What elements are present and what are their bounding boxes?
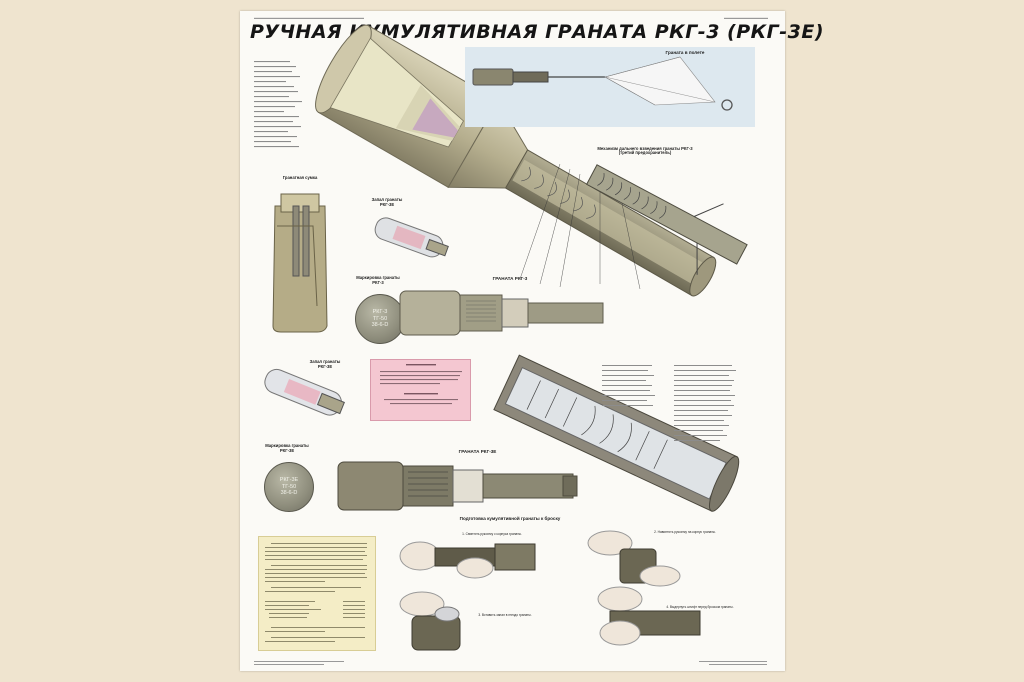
step-4-caption: 4. Выдернуть штифт перед броском гранаты…	[666, 605, 734, 609]
marking-rkg3-disc: РКГ-3 ТГ-50 38-6-D	[355, 294, 405, 344]
step-3-illustration	[399, 591, 461, 651]
header-text-lines	[254, 17, 768, 19]
grenade-in-flight-box	[465, 47, 755, 127]
poster-title: РУЧНАЯ КУМУЛЯТИВНАЯ ГРАНАТА РКГ-3 (РКГ-3…	[250, 21, 825, 43]
marking-rkg3e-line2: ТГ-50	[281, 483, 297, 490]
fuze-rkg3e-top-illustration	[374, 217, 449, 258]
grenade-rkg3e-cutaway-illustration	[493, 354, 740, 512]
grenade-bag-label: Гранатная сумка	[282, 175, 318, 180]
fuze-rkg3e-bottom-label: Запал гранаты РКГ-3Е	[309, 359, 341, 369]
preparation-heading: Подготовка кумулятивной гранаты к броску	[459, 516, 561, 521]
marking-rkg3-line2: ТГ-50	[372, 315, 388, 322]
step-3-caption: 3. Вставить запал в гнездо гранаты.	[478, 613, 532, 617]
specifications-panel	[258, 536, 376, 651]
training-poster: РУЧНАЯ КУМУЛЯТИВНАЯ ГРАНАТА РКГ-3 (РКГ-3…	[240, 11, 825, 671]
fuze-rkg3e-top-label: Запал гранаты РКГ-3Е	[371, 197, 403, 207]
step-2-illustration	[587, 530, 681, 587]
grenade-rkg3-illustration	[399, 290, 604, 336]
parts-list-right-lines	[602, 365, 736, 441]
fuze-rkg3e-bottom-illustration	[264, 368, 345, 416]
grenade-rkg3e-illustration	[337, 461, 578, 511]
marking-rkg3e-line3: 38-6-D	[280, 490, 298, 497]
step-2-caption: 2. Навинтить рукоятку на корпус гранаты.	[654, 530, 716, 534]
grenade-rkg3-label: ГРАНАТА РКГ-3	[492, 276, 528, 281]
step-4-illustration	[597, 586, 701, 646]
safety-note-text	[380, 364, 462, 405]
marking-rkg3e-line1: РКГ-3Е	[279, 476, 299, 483]
marking-rkg3-line3: 38-6-D	[371, 322, 389, 329]
specifications-text	[265, 543, 367, 642]
marking-rkg3e-disc: РКГ-3Е ТГ-50 38-6-D	[264, 462, 314, 512]
delay-mechanism-label: Механизм дальнего взведения гранаты РКГ-…	[597, 146, 693, 156]
delay-mechanism-illustration	[585, 164, 748, 275]
step-1-caption: 1. Свинтить рукоятку с корпуса гранаты.	[462, 532, 522, 536]
marking-rkg3-line1: РКГ-3	[372, 308, 388, 315]
marking-rkg3e-label: Маркировка гранаты РКГ-3Е	[265, 443, 309, 453]
parts-list-right	[602, 363, 742, 449]
step-1-illustration	[399, 541, 536, 579]
poster-footer	[254, 660, 769, 666]
footer-fine-print	[254, 661, 767, 665]
grenade-bag-illustration	[272, 193, 328, 333]
grenade-in-flight-label: Граната в полете	[665, 50, 705, 55]
poster-header-fine-print	[254, 17, 770, 21]
safety-note-panel	[370, 359, 471, 421]
grenade-cutaway-illustration	[315, 24, 717, 297]
parts-list-top	[254, 61, 302, 148]
marking-rkg3-label: Маркировка гранаты РКГ-3	[356, 275, 400, 285]
grenade-rkg3e-label: ГРАНАТА РКГ-3Е	[458, 449, 497, 454]
